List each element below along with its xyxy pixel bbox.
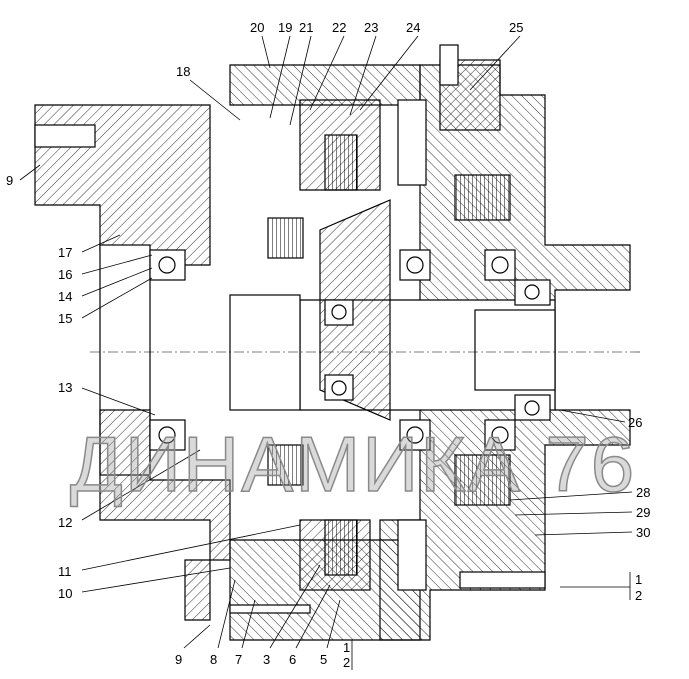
callout-8: 8 [210, 652, 218, 667]
callout-14: 14 [58, 289, 73, 304]
clutch-pack-6 [267, 444, 304, 486]
callout-13: 13 [58, 380, 73, 395]
callout-3: 3 [263, 652, 271, 667]
callout-1-bottom: 1 [343, 640, 351, 655]
callout-30: 30 [636, 525, 651, 540]
clutch-pack-1 [324, 134, 358, 191]
callout-15: 15 [58, 311, 73, 326]
callout-10: 10 [58, 586, 73, 601]
callout-25: 25 [509, 20, 524, 35]
callout-26: 26 [628, 415, 643, 430]
callout-19: 19 [278, 20, 293, 35]
clutch-pack-2 [454, 174, 511, 221]
callout-17: 17 [58, 245, 73, 260]
bolt-bottom-right [459, 571, 546, 589]
callout-12: 12 [58, 515, 73, 530]
callout-23: 23 [364, 20, 379, 35]
callout-21: 21 [299, 20, 314, 35]
top-cover [229, 64, 421, 106]
clutch-pack-4 [324, 519, 358, 576]
callout-24: 24 [406, 20, 421, 35]
callout-22: 22 [332, 20, 347, 35]
callout-1-right: 1 [635, 572, 643, 587]
callout-2-bottom: 2 [343, 655, 351, 670]
callout-9-bottom: 9 [175, 652, 183, 667]
callout-18: 18 [176, 64, 191, 79]
callout-29: 29 [636, 505, 651, 520]
callout-20: 20 [250, 20, 265, 35]
watermark: ДИНАМИКА 76 [69, 420, 637, 508]
clutch-pack-3 [454, 454, 511, 506]
hub [319, 199, 391, 421]
lower-left-housing [99, 409, 231, 621]
callout-16: 16 [58, 267, 73, 282]
callout-7: 7 [235, 652, 243, 667]
callout-11: 11 [58, 564, 72, 579]
callout-2-right: 2 [635, 588, 643, 603]
bolt-top [439, 44, 459, 86]
callout-5: 5 [320, 652, 328, 667]
clutch-pack-5 [267, 217, 304, 259]
callout-28: 28 [636, 485, 651, 500]
callout-6: 6 [289, 652, 297, 667]
callout-9-top: 9 [6, 173, 14, 188]
